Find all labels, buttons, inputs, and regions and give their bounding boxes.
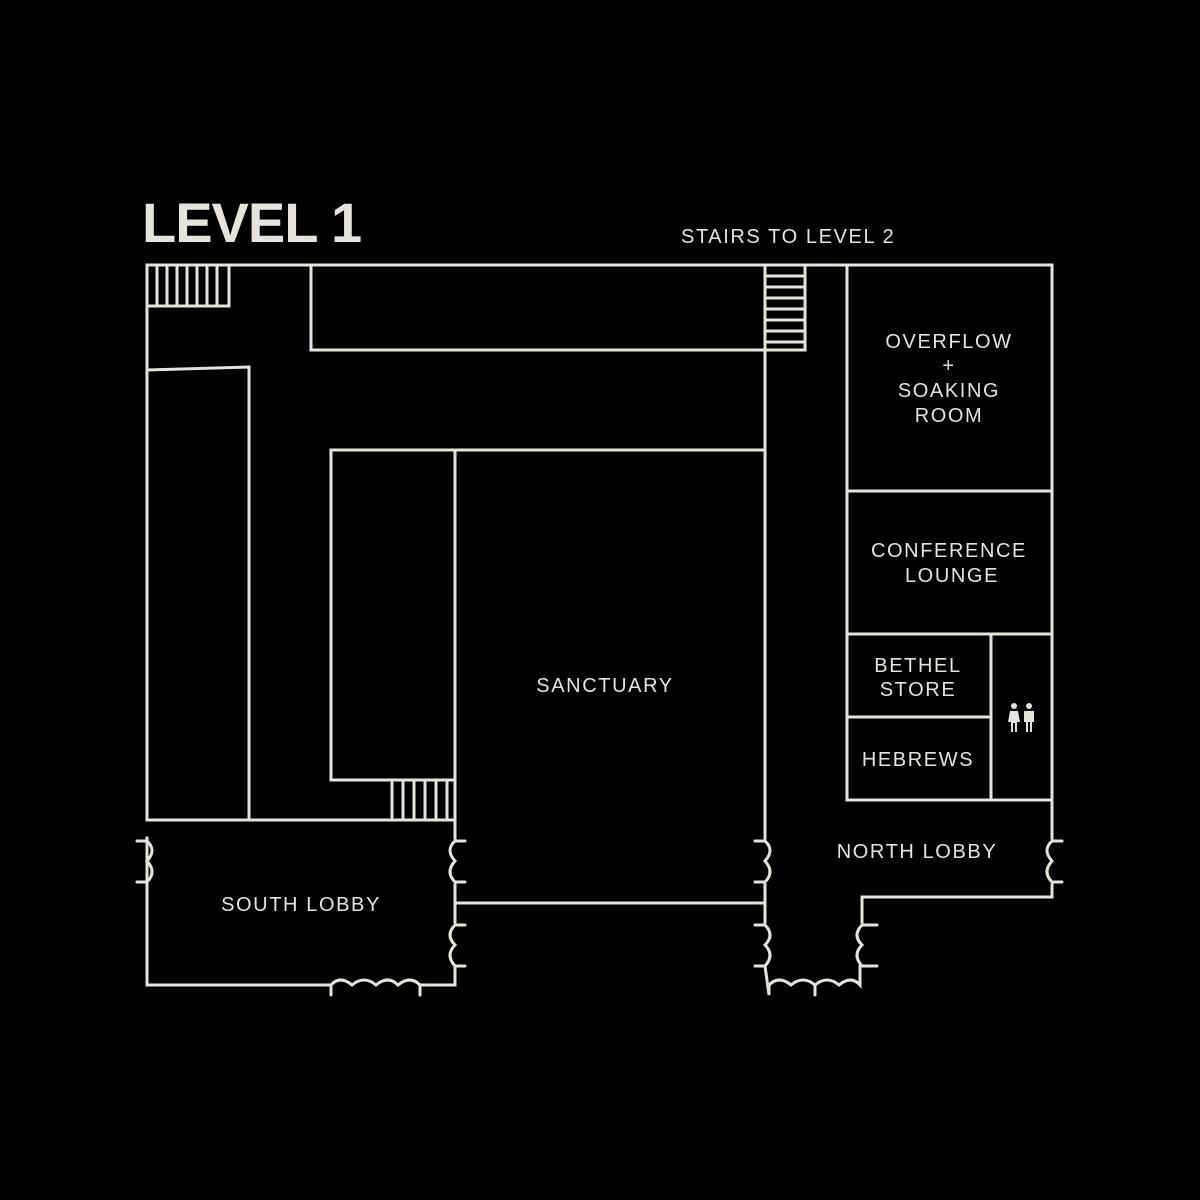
bethel-store-label-2: STORE <box>880 679 957 701</box>
east-rooms <box>845 263 1054 802</box>
north-room <box>309 263 767 352</box>
overflow-room-label-1: OVERFLOW <box>885 331 1012 353</box>
conference-lounge-label-1: CONFERENCE <box>871 540 1027 562</box>
south-lobby-label: SOUTH LOBBY <box>221 894 381 916</box>
door-north-lobby-east-lower <box>855 923 879 968</box>
stairs-to-level-2 <box>765 263 807 352</box>
door-south-lobby-south <box>329 978 422 997</box>
sanctuary-label: SANCTUARY <box>536 675 673 697</box>
overflow-room-label-2: + <box>942 355 955 377</box>
hebrews-label: HEBREWS <box>862 749 974 771</box>
door-north-lobby-west-lower <box>753 923 772 968</box>
overflow-room-label-4: ROOM <box>915 405 984 427</box>
door-south-lobby-west <box>135 839 154 884</box>
door-north-lobby-west-upper <box>753 839 772 884</box>
stairs-northwest <box>147 265 231 308</box>
door-north-lobby-east <box>1045 839 1064 884</box>
stairs-inner <box>390 780 449 820</box>
west-room <box>145 365 251 822</box>
inner-room <box>329 448 767 782</box>
sanctuary: SANCTUARY <box>453 263 767 924</box>
restroom-icon <box>1008 703 1034 732</box>
north-lobby-label: NORTH LOBBY <box>837 841 998 863</box>
bethel-store-label-1: BETHEL <box>874 655 961 677</box>
stairs-label: STAIRS TO LEVEL 2 <box>681 226 895 248</box>
page-title: LEVEL 1 <box>142 191 361 254</box>
overflow-room-label-3: SOAKING <box>898 380 1000 402</box>
conference-lounge-label-2: LOUNGE <box>905 565 999 587</box>
door-south-lobby-east-upper <box>448 839 467 884</box>
door-north-lobby-south <box>763 964 862 997</box>
building-outline <box>145 263 1054 987</box>
door-south-lobby-east-lower <box>448 923 467 968</box>
